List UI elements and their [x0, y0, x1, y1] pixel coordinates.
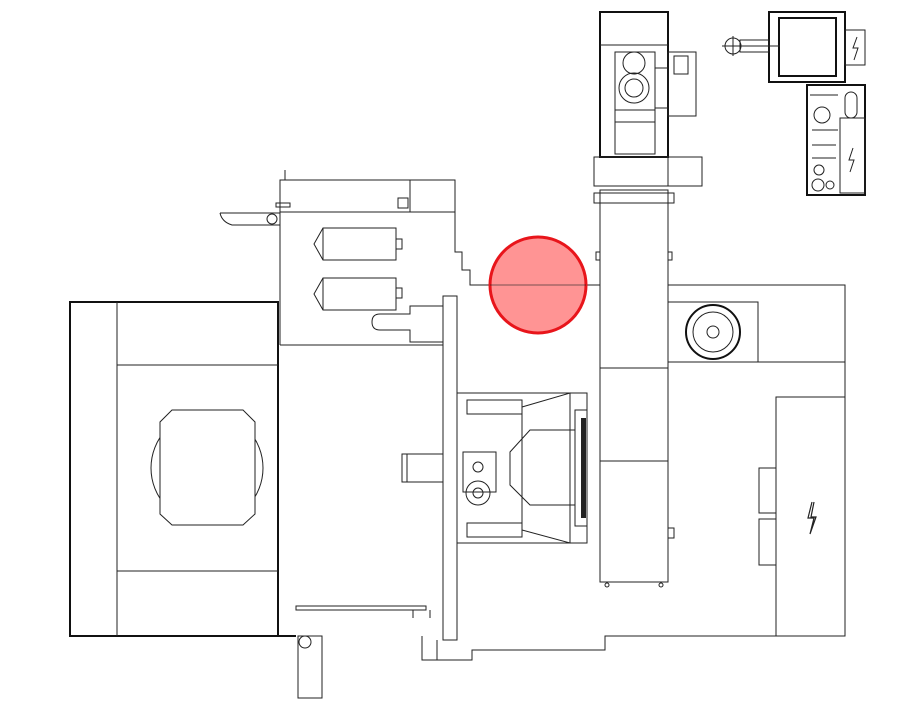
central-block — [219, 170, 846, 636]
electrical-hazard-icon — [848, 147, 855, 173]
electrical-hazard-icon — [852, 36, 859, 61]
operator-table — [295, 605, 431, 699]
vertical-plate — [442, 295, 458, 641]
left-unit — [69, 301, 279, 637]
top-right-unit — [722, 11, 866, 83]
cylinder — [313, 227, 403, 261]
control-unit — [806, 84, 866, 196]
clamp-unit — [401, 392, 588, 544]
motor-box — [667, 301, 759, 363]
column — [593, 11, 703, 588]
electrical-cabinet — [758, 396, 846, 637]
electrical-hazard-icon — [807, 501, 817, 535]
cylinder — [313, 277, 403, 311]
